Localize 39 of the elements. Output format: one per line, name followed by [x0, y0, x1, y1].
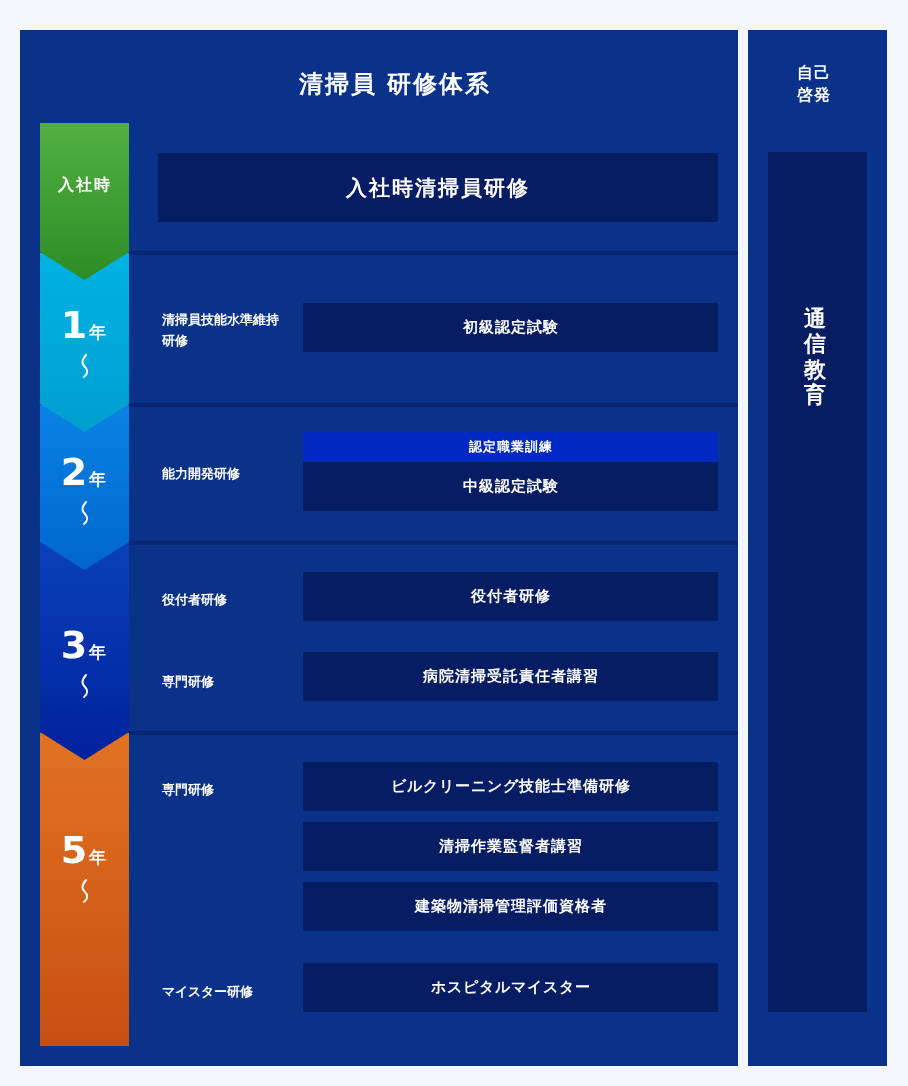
- box-label: 清掃作業監督者講習: [438, 837, 583, 856]
- year-label: 2年: [60, 450, 109, 494]
- box-label: 役付者研修: [470, 587, 551, 606]
- training-box: [303, 762, 718, 811]
- training-box: [158, 153, 718, 222]
- box-label: 建築物清掃管理評価資格者: [414, 897, 607, 916]
- training-box: [303, 652, 718, 701]
- year-label: 1年: [60, 303, 109, 347]
- box-label: 中級認定試験: [462, 477, 559, 496]
- training-box: [303, 572, 718, 621]
- year-label: 3年: [60, 623, 109, 667]
- box-label: 入社時清掃員研修: [346, 174, 530, 202]
- box-label: 初級認定試験: [462, 318, 559, 337]
- training-box: [303, 303, 718, 352]
- training-header-bar: [303, 432, 718, 462]
- stage-label: 入社時: [57, 175, 112, 196]
- box-label: ビルクリーニング技能士準備研修: [390, 777, 631, 796]
- training-box: [303, 882, 718, 931]
- category-label: 清掃員技能水準維持研修: [162, 311, 280, 350]
- category-label: 能力開発研修: [162, 465, 241, 483]
- training-box: [303, 963, 718, 1012]
- box-label: 認定職業訓練: [468, 438, 553, 456]
- timeline-stage-band: [40, 123, 129, 280]
- timeline-stage-band: [40, 733, 129, 1046]
- box-label: 通信教育: [804, 306, 826, 408]
- category-label: 役付者研修: [162, 591, 228, 609]
- category-label: 専門研修: [162, 673, 215, 691]
- training-panel: [20, 30, 738, 1066]
- training-box: [303, 822, 718, 871]
- training-box: [768, 152, 867, 1012]
- training-box: [303, 462, 718, 511]
- box-label: ホスピタルマイスター: [430, 978, 591, 997]
- category-label: マイスター研修: [162, 983, 254, 1001]
- category-label: 専門研修: [162, 781, 215, 799]
- box-label: 病院清掃受託責任者講習: [422, 667, 599, 686]
- self-development-panel: [748, 30, 887, 1066]
- panel-title: 自己啓発: [796, 62, 832, 107]
- panel-title: 清掃員 研修体系: [297, 69, 493, 100]
- year-label: 5年: [60, 828, 109, 872]
